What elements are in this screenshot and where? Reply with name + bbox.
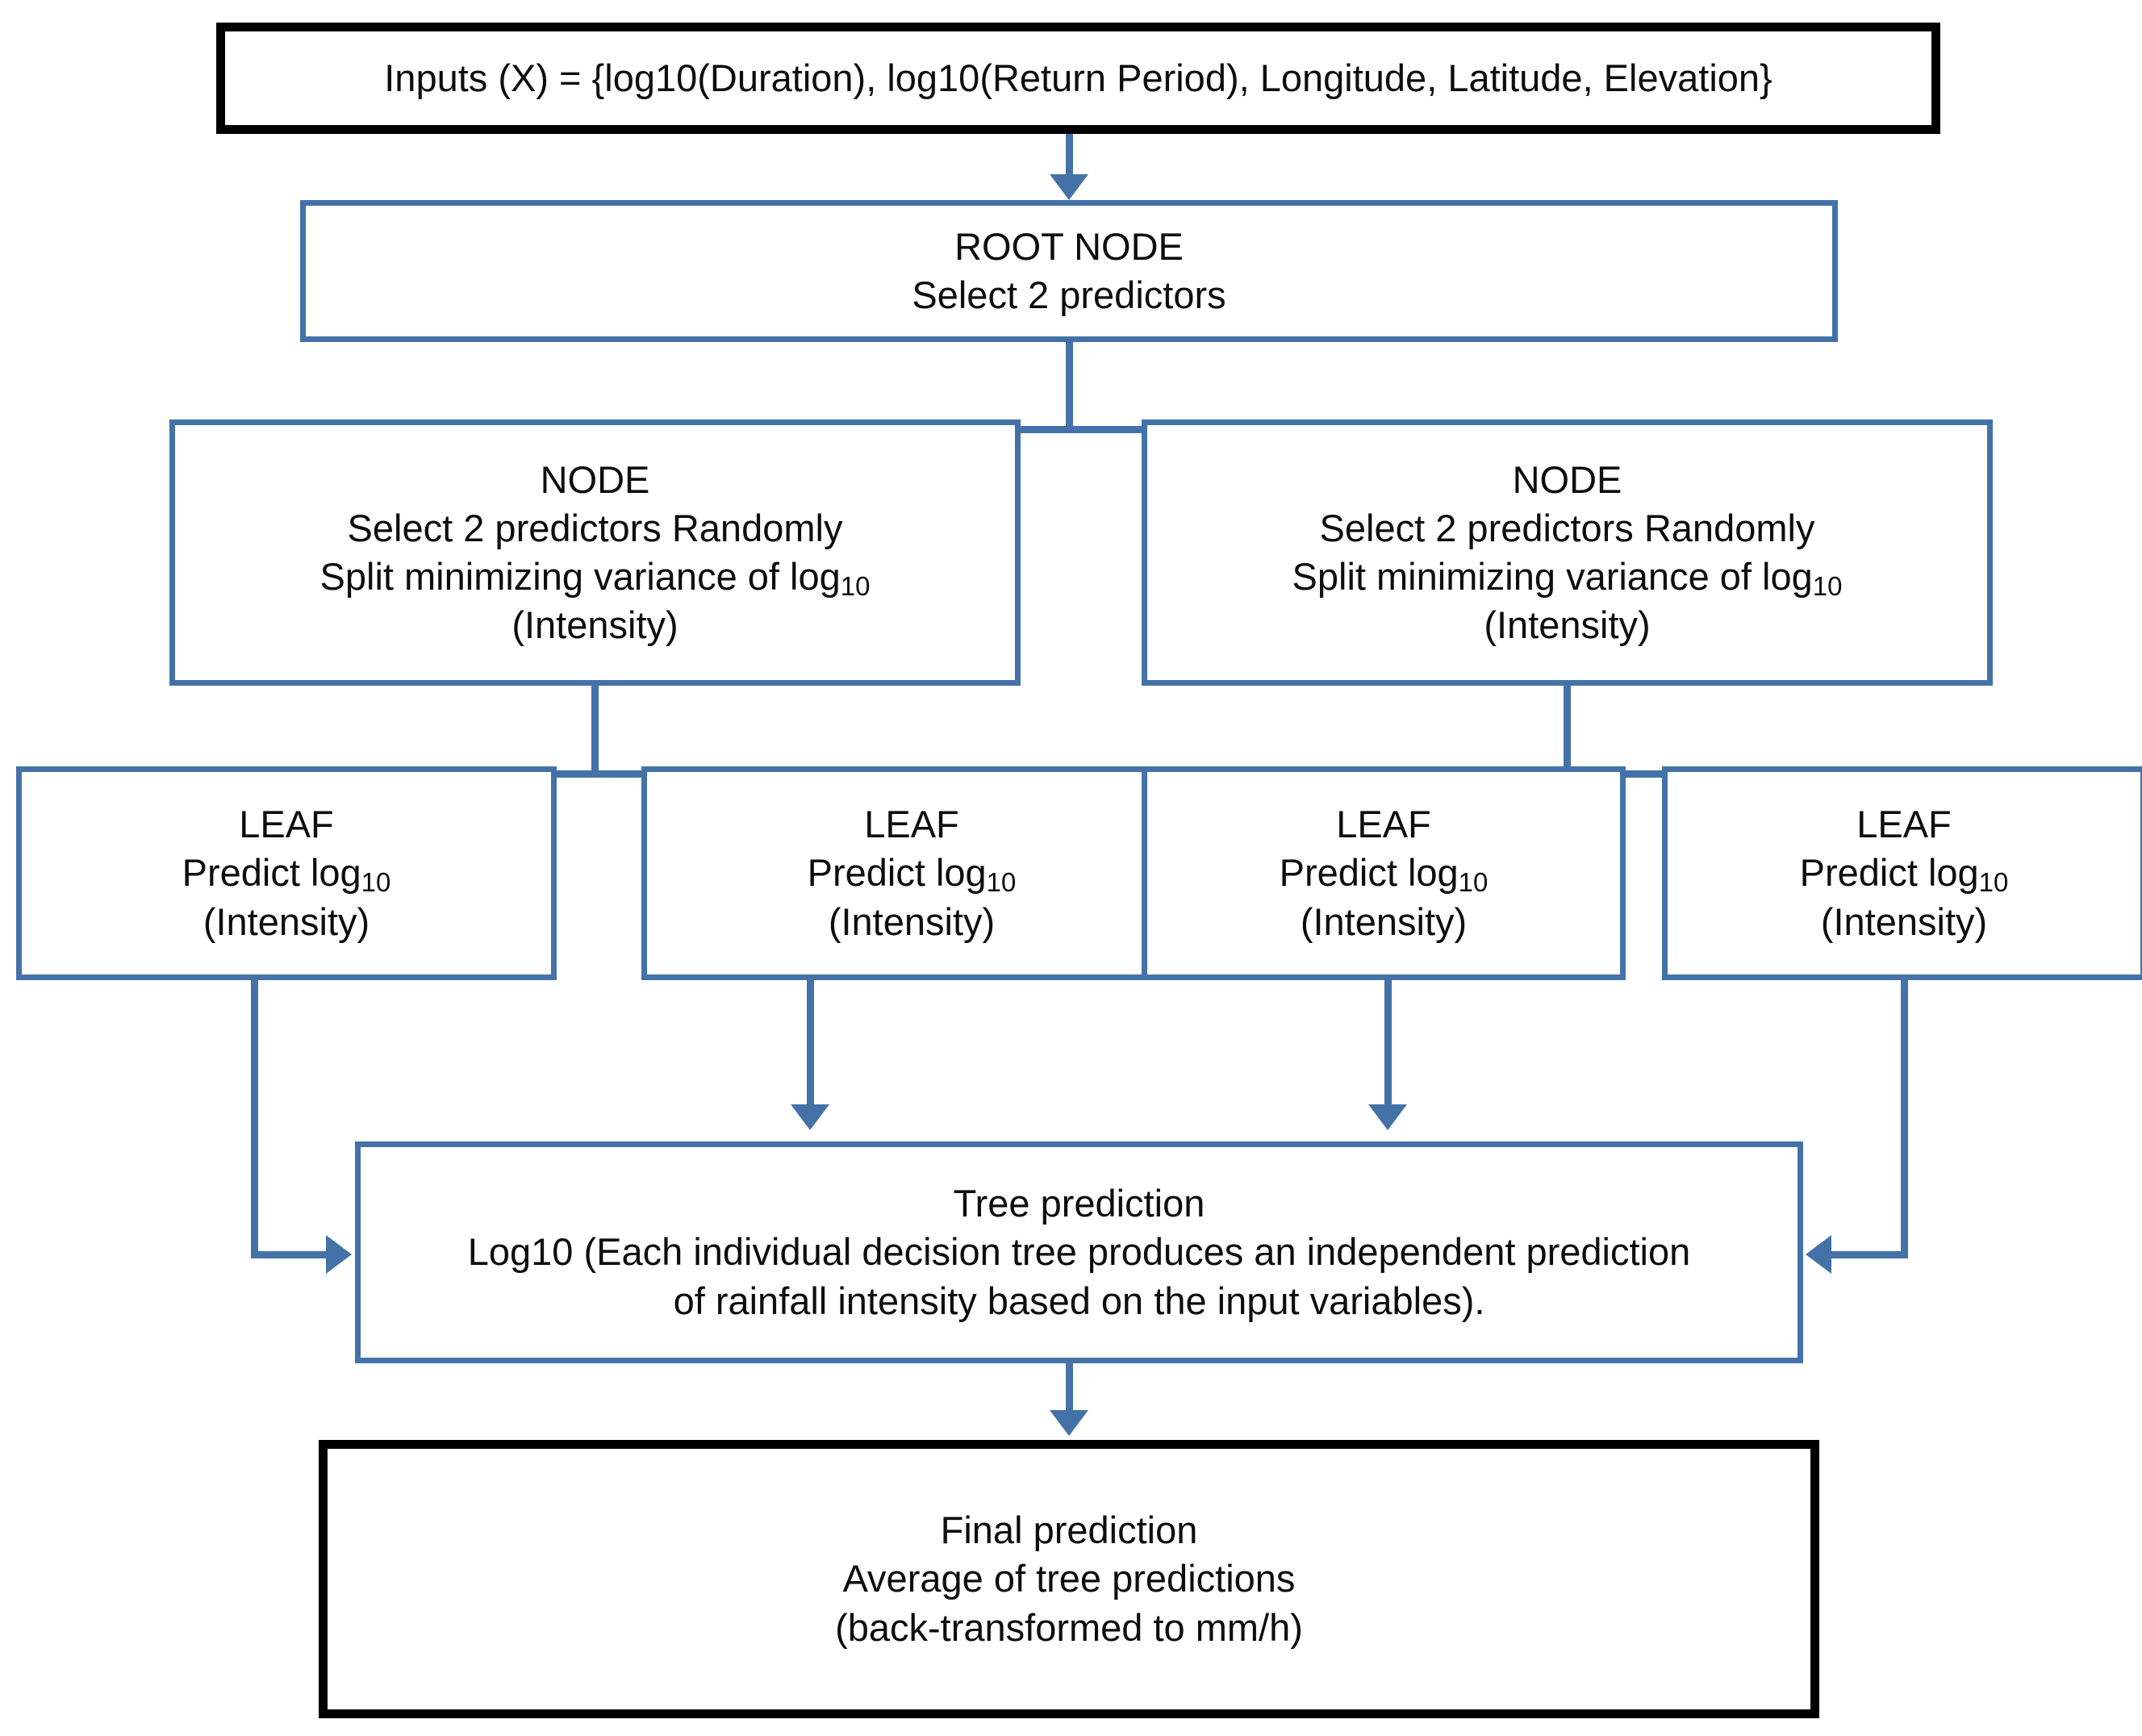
leaf3-detail-2: (Intensity) <box>1300 899 1468 943</box>
node-right-detail-2: Split minimizing variance of log10 <box>1292 553 1843 601</box>
connector-tree-to-final <box>1066 1363 1073 1413</box>
arrow-tree-to-final <box>1050 1410 1088 1436</box>
node-right-subscript: 10 <box>1812 571 1843 601</box>
tree-prediction-node[interactable]: Tree prediction Log10 (Each individual d… <box>355 1141 1803 1363</box>
leaf2-detail-1-text: Predict log <box>807 851 987 895</box>
connector-node-right-split-bar <box>1372 770 1905 778</box>
final-prediction-title: Final prediction <box>940 1509 1198 1552</box>
arrow-inputs-to-root <box>1050 174 1088 200</box>
leaf-node-3[interactable]: LEAF Predict log10 (Intensity) <box>1142 766 1626 980</box>
connector-node-right-stem <box>1564 686 1571 776</box>
leaf-node-4[interactable]: LEAF Predict log10 (Intensity) <box>1662 766 2142 980</box>
leaf3-detail-1: Predict log10 <box>1280 849 1489 897</box>
connector-node-left-split-bar <box>248 770 942 778</box>
leaf1-subscript: 10 <box>361 867 391 898</box>
node-left-detail-1: Select 2 predictors Randomly <box>347 506 843 549</box>
root-node-detail: Select 2 predictors <box>912 273 1226 316</box>
final-prediction-detail-1: Average of tree predictions <box>842 1557 1296 1600</box>
node-left-detail-3: (Intensity) <box>511 603 679 647</box>
connector-leaf2-to-tree <box>807 980 814 1108</box>
node-left-subscript: 10 <box>840 571 871 601</box>
node-right-detail-3: (Intensity) <box>1484 603 1651 647</box>
leaf2-detail-2: (Intensity) <box>828 899 996 943</box>
leaf3-title: LEAF <box>1336 803 1431 846</box>
arrow-leaf1-to-tree <box>326 1235 352 1274</box>
leaf2-subscript: 10 <box>986 867 1017 898</box>
leaf3-detail-1-text: Predict log <box>1279 851 1459 895</box>
leaf3-subscript: 10 <box>1458 867 1489 898</box>
node-right-detail-1: Select 2 predictors Randomly <box>1319 506 1815 549</box>
connector-leaf1-right <box>251 1251 332 1258</box>
node-left-detail-2: Split minimizing variance of log10 <box>320 553 871 601</box>
arrow-leaf2-to-tree <box>791 1104 829 1130</box>
arrow-leaf3-to-tree <box>1368 1104 1407 1130</box>
leaf4-subscript: 10 <box>1978 867 2009 898</box>
leaf2-title: LEAF <box>864 803 959 846</box>
leaf-node-2[interactable]: LEAF Predict log10 (Intensity) <box>641 766 1182 980</box>
node-right-title: NODE <box>1512 457 1622 501</box>
connector-leaf3-to-tree <box>1384 980 1392 1108</box>
node-right[interactable]: NODE Select 2 predictors Randomly Split … <box>1142 419 1993 686</box>
final-prediction-node[interactable]: Final prediction Average of tree predict… <box>319 1440 1819 1718</box>
tree-prediction-detail-2: of rainfall intensity based on the input… <box>673 1279 1485 1322</box>
node-left-detail-2-text: Split minimizing variance of log <box>319 555 841 598</box>
leaf4-detail-1-text: Predict log <box>1799 851 1979 895</box>
arrow-leaf4-to-tree <box>1806 1235 1831 1274</box>
connector-root-stem <box>1066 342 1073 429</box>
leaf1-detail-1-text: Predict log <box>182 851 361 895</box>
final-prediction-detail-2: (back-transformed to mm/h) <box>835 1605 1303 1649</box>
connector-root-split-bar <box>588 426 1543 433</box>
leaf1-detail-2: (Intensity) <box>203 899 370 943</box>
leaf2-detail-1: Predict log10 <box>808 849 1017 897</box>
inputs-line-1: Inputs (X) = {log10(Duration), log10(Ret… <box>384 56 1772 99</box>
leaf4-detail-1: Predict log10 <box>1800 849 2009 897</box>
root-node[interactable]: ROOT NODE Select 2 predictors <box>300 200 1838 342</box>
tree-prediction-title: Tree prediction <box>953 1182 1205 1225</box>
node-left-title: NODE <box>540 457 650 501</box>
leaf-node-1[interactable]: LEAF Predict log10 (Intensity) <box>16 766 557 980</box>
inputs-node[interactable]: Inputs (X) = {log10(Duration), log10(Ret… <box>216 23 1940 134</box>
leaf4-detail-2: (Intensity) <box>1820 899 1988 943</box>
connector-node-left-stem <box>591 686 599 776</box>
connector-leaf4-left <box>1830 1251 1908 1258</box>
connector-leaf1-down <box>251 980 258 1255</box>
node-right-detail-2-text: Split minimizing variance of log <box>1292 555 1813 598</box>
tree-prediction-detail-1: Log10 (Each individual decision tree pro… <box>467 1230 1691 1274</box>
leaf1-detail-1: Predict log10 <box>182 849 391 897</box>
connector-leaf4-down <box>1901 980 1908 1255</box>
node-left[interactable]: NODE Select 2 predictors Randomly Split … <box>169 419 1021 686</box>
leaf4-title: LEAF <box>1856 803 1952 846</box>
root-node-title: ROOT NODE <box>954 224 1184 268</box>
leaf1-title: LEAF <box>239 803 334 846</box>
connector-inputs-to-root <box>1066 134 1073 179</box>
